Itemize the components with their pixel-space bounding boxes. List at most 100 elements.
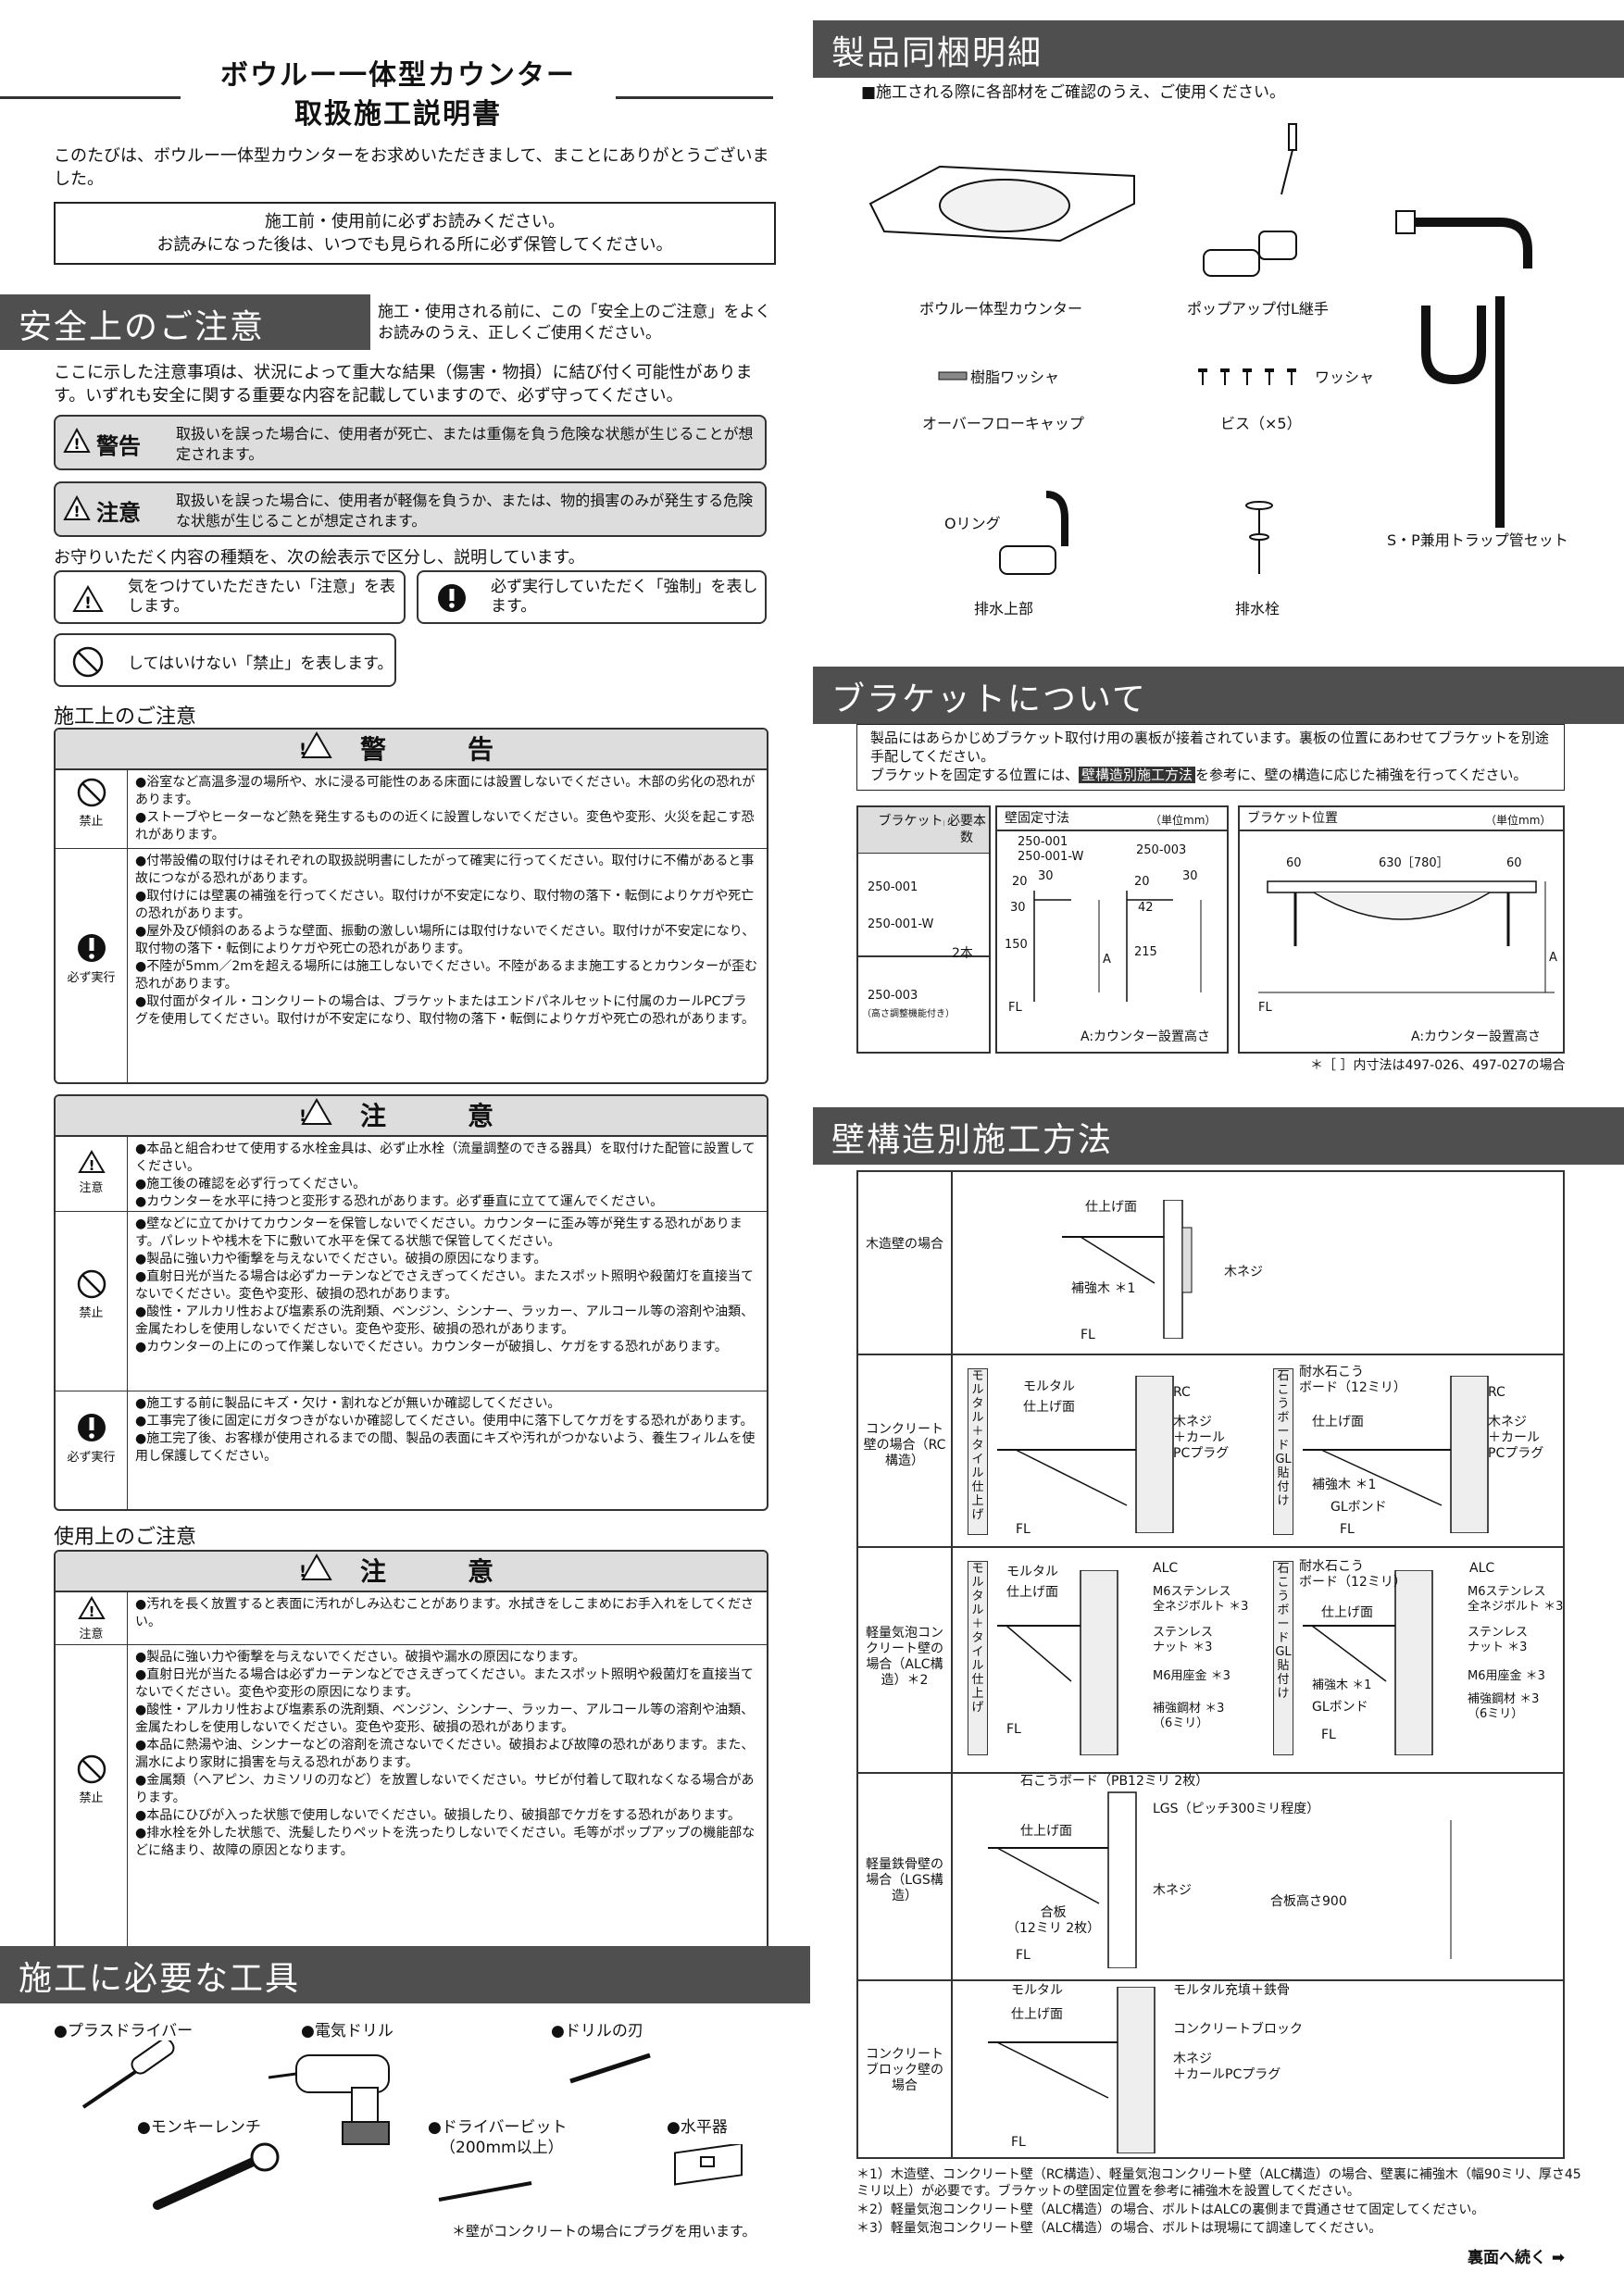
- popup-joint-drawing: [1203, 123, 1297, 277]
- legend-prohibit: してはいけない「禁止」を表します。: [54, 633, 396, 687]
- install-caution-header: !注 意: [56, 1096, 767, 1137]
- continue-back-link: 裏面へ続く ➡: [1468, 2244, 1565, 2267]
- alc-gl-bond-label: GLボンド: [1312, 1700, 1368, 1715]
- safety-heading-note: 施工・使用される前に、この「安全上のご注意」をよくお読みのうえ、正しくご使用くだ…: [378, 303, 771, 343]
- title-rule-right: [616, 96, 773, 99]
- list-item: ●工事完了後に固定にガタつきがないか確認してください。使用中に落下してケガをする…: [135, 1414, 754, 1429]
- install-caution-row-2-icon-cell: 禁止: [56, 1212, 128, 1391]
- install-caution-table: !注 意 ! 注意 ●本品と組合わせて使用する水栓金具は、必ず止水栓（流量調整の…: [54, 1094, 768, 1511]
- wall-row-4-name: 軽量鉄骨壁の場合（LGS構造）: [866, 1857, 943, 1903]
- rc-gypsum-diagram: [1303, 1376, 1489, 1533]
- install-warning-row-1-icon-cell: 禁止: [56, 770, 128, 848]
- rc-mortar-diagram: [997, 1376, 1174, 1533]
- lgs-screw-label: 木ネジ: [1153, 1883, 1192, 1898]
- lgs-pitch-label: LGS（ピッチ300ミリ程度）: [1153, 1802, 1320, 1816]
- warning-definition-text: 取扱いを誤った場合に、使用者が死亡、または重傷を負う危険な状態が生じることが想定…: [176, 425, 754, 463]
- svg-text:!: !: [88, 1603, 94, 1620]
- wall-table: 木造壁の場合 コンクリート壁の場合（RC構造） 軽量気泡コンクリート壁の場合（A…: [856, 1170, 1565, 2159]
- bracket-qty: 2本: [952, 946, 973, 961]
- install-warning-row-2: 必ず実行 ●付帯設備の取付けはそれぞれの取扱説明書にしたがって確実に行ってくださ…: [56, 848, 767, 1082]
- install-caution-row-1: ! 注意 ●本品と組合わせて使用する水栓金具は、必ず止水栓（流量調整のできる器具…: [56, 1137, 767, 1211]
- wall-note-1: ＊1）木造壁、コンクリート壁（RC構造）、軽量気泡コンクリート壁（ALC構造）の…: [856, 2167, 1581, 2199]
- use-caution-row-2-list: ●製品に強い力や衝撃を与えないでください。破損や漏水の原因になります。 ●直射日…: [135, 1649, 759, 1860]
- legend-mandatory: 必ず実行していただく「強制」を表します。: [417, 570, 767, 624]
- install-caution-row-1-icon-cell: ! 注意: [56, 1137, 128, 1211]
- list-item: ●本品と組合わせて使用する水栓金具は、必ず止水栓（流量調整のできる器具）を取付け…: [135, 1142, 756, 1174]
- bracket-footnote: ＊［ ］内寸法は497-026、497-027の場合: [1310, 1058, 1566, 1073]
- wood-wall-diagram: [1062, 1200, 1193, 1339]
- part-washer-label: ワッシャ: [1315, 368, 1375, 386]
- install-caution-row-1-icon-label: 注意: [79, 1181, 104, 1195]
- dim-b-215: 215: [1134, 945, 1157, 959]
- dim-b-20: 20: [1134, 875, 1150, 889]
- list-item: ●ストーブやヒーターなど熱を発生するものの近くに設置しないでください。変色や変形…: [135, 810, 755, 842]
- list-item: ●酸性・アルカリ性および塩素系の洗剤類、ベンジン、シンナー、ラッカー、アルコール…: [135, 1703, 755, 1735]
- list-item: ●本品に熱湯や油、シンナーなどの溶剤を流さないでください。破損および故障の恐れが…: [135, 1738, 755, 1770]
- caution-definition-text: 取扱いを誤った場合に、使用者が軽傷を負うか、または、物的損害のみが発生する危険な…: [176, 492, 754, 530]
- wood-screw-label: 木ネジ: [1224, 1265, 1263, 1279]
- list-item: ●壁などに立てかけてカウンターを保管しないでください。カウンターに歪み等が発生す…: [135, 1217, 743, 1249]
- part-trap-label: S・P兼用トラップ管セット: [1387, 531, 1568, 549]
- list-item: ●不陸が5mm／2mを超える場所には施工しないでください。不陸があるまま施工する…: [135, 959, 758, 992]
- svg-text:!: !: [301, 1563, 332, 1581]
- alc-fl2-label: FL: [1321, 1728, 1336, 1742]
- bracket-wall-dim: 壁固定寸法 （単位mm） 250-001 250-001-W 250-003 2…: [995, 805, 1229, 1054]
- install-warning-row-2-list: ●付帯設備の取付けはそれぞれの取扱説明書にしたがって確実に行ってください。取付け…: [135, 853, 759, 1029]
- lgs-wall-diagram: [988, 1791, 1452, 1968]
- caution-triangle-icon: !: [63, 494, 91, 525]
- list-item: ●付帯設備の取付けはそれぞれの取扱説明書にしたがって確実に行ってください。取付け…: [135, 854, 755, 886]
- alc-reinforce-label: 補強木 ＊1: [1312, 1678, 1372, 1692]
- prohibit-icon: [56, 778, 127, 811]
- alc-mortar-tag: モルタル＋タイル仕上げ: [968, 1561, 988, 1755]
- alc-fl-label: FL: [1006, 1722, 1021, 1737]
- part-resin-washer-label: 樹脂ワッシャ: [970, 368, 1060, 386]
- safety-heading: 安全上のご注意: [0, 294, 370, 350]
- alc-alc2-label: ALC: [1469, 1561, 1495, 1576]
- caution-table-title: 注 意: [359, 1101, 521, 1131]
- wall-row-5-name: コンクリートブロック壁の場合: [866, 2047, 943, 2093]
- alc-washer-label: M6用座金 ＊3: [1153, 1669, 1230, 1683]
- tools-heading: 施工に必要な工具: [0, 1946, 810, 2003]
- tool-bit-label: ●ドライバービット: [428, 2118, 568, 2137]
- svg-text:!: !: [73, 503, 80, 520]
- bracket-code-1: 250-001: [868, 880, 918, 894]
- lgs-board-label: 石こうボード（PB12ミリ 2枚）: [1020, 1774, 1209, 1789]
- wall-row-divider-1: [858, 1354, 1563, 1355]
- pos-a-label: A: [1549, 951, 1557, 965]
- dim-b-42: 42: [1138, 901, 1154, 915]
- notice-line1: 施工前・使用前に必ずお読みください。: [265, 212, 565, 231]
- use-caution-header: !注 意: [56, 1552, 767, 1592]
- install-caution-row-1-list: ●本品と組合わせて使用する水栓金具は、必ず止水栓（流量調整のできる器具）を取付け…: [135, 1141, 759, 1211]
- install-warning-row-1: 禁止 ●浴室など高温多湿の場所や、水に浸る可能性のある床面には設置しないでくださ…: [56, 770, 767, 848]
- pos-60-right: 60: [1506, 856, 1522, 870]
- rc-gl-bond-label: GLボンド: [1330, 1500, 1387, 1515]
- list-item: ●カウンターの上にのって作業しないでください。カウンターが破損し、ケガをする恐れ…: [135, 1340, 728, 1354]
- prohibit-icon: [56, 1269, 127, 1303]
- caution-icon: !: [56, 1596, 127, 1624]
- title-line2: 取扱施工説明書: [294, 98, 502, 131]
- list-item: ●直射日光が当たる場合は必ずカーテンなどでさえぎってください。またスポット照明や…: [135, 1269, 754, 1302]
- part-counter-label: ボウルー体型カウンター: [919, 300, 1083, 318]
- drain-top-drawing: [999, 491, 1068, 575]
- use-caution-row-2-icon-label: 禁止: [79, 1791, 104, 1805]
- use-caution-row-1-icon-cell: ! 注意: [56, 1592, 128, 1644]
- bracket-description-box: 製品にはあらかじめブラケット取付け用の裏板が接着されています。裏板の位置にあわせ…: [856, 724, 1565, 791]
- install-caution-row-2: 禁止 ●壁などに立てかけてカウンターを保管しないでください。カウンターに歪み等が…: [56, 1211, 767, 1391]
- intro-text: このたびは、ボウルー一体型カウンターをお求めいただきまして、まことにありがとうご…: [54, 146, 769, 189]
- wall-row-divider-2: [858, 1546, 1563, 1548]
- rc-gypsum-tag: 石こうボードGL貼付け: [1273, 1368, 1293, 1535]
- install-caution-row-2-icon-label: 禁止: [79, 1306, 104, 1320]
- list-item: ●屋外及び傾斜のあるような壁面、振動の激しい場所には取付けないでください。取付け…: [135, 924, 756, 956]
- use-caution-heading: 使用上のご注意: [54, 1526, 197, 1549]
- caution-icon: !: [56, 1150, 127, 1178]
- install-caution-heading: 施工上のご注意: [54, 705, 197, 729]
- legend-caution: ! 気をつけていただきたい「注意」を表します。: [54, 570, 406, 624]
- block-fl-label: FL: [1011, 2135, 1026, 2150]
- alc-finish-label: 仕上げ面: [1006, 1585, 1058, 1600]
- lgs-plywood-label: 合板 （12ミリ 2枚）: [1006, 1905, 1101, 1936]
- tool-wrench-label: ●モンキーレンチ: [137, 2118, 261, 2137]
- legend-caution-text: 気をつけていただきたい「注意」を表します。: [128, 578, 395, 616]
- bracket-qty-header: 必要本数: [944, 807, 989, 854]
- pos-fl-label: FL: [1258, 1001, 1272, 1015]
- bracket-row-divider: [858, 955, 989, 957]
